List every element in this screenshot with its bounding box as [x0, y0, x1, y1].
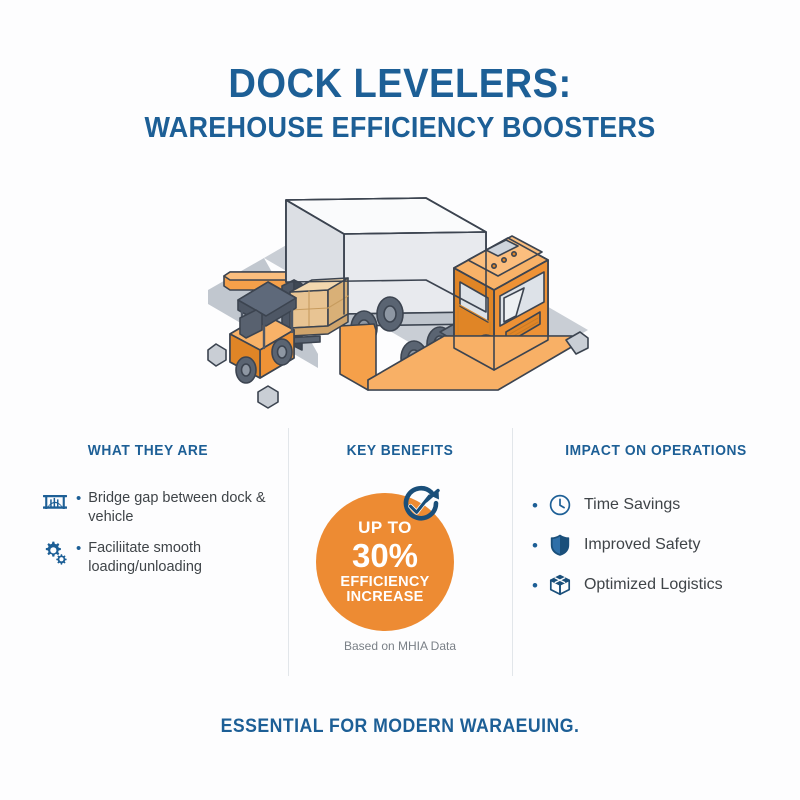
column-divider-right: [512, 428, 513, 676]
footer-tagline: ESSENTIAL FOR MODERN WARAEUING.: [220, 716, 580, 737]
bridge-icon: [42, 489, 68, 515]
column-heading-what-they-are: WHAT THEY ARE: [87, 442, 209, 459]
list-item-label: Improved Safety: [583, 536, 701, 553]
list-item: • Bridge gap between dock & vehicle: [8, 489, 288, 527]
column-divider-left: [288, 428, 289, 676]
shield-icon: [548, 533, 572, 557]
efficiency-badge: UP TO 30% EFFICIENCY INCREASE Based on M…: [288, 483, 512, 683]
efficiency-circle: UP TO 30% EFFICIENCY INCREASE: [316, 493, 454, 631]
impact-list: • Time Savings •: [512, 493, 800, 597]
badge-increase-label: INCREASE: [346, 589, 424, 605]
column-heading-impact-on-operations: IMPACT ON OPERATIONS: [565, 442, 747, 459]
box-icon: [548, 573, 572, 597]
list-item: • Time Savings: [512, 493, 800, 517]
dock-leveler-bar-front: [207, 323, 589, 409]
bullet-dot: •: [76, 540, 82, 557]
badge-percent-value: 30%: [351, 536, 419, 574]
page-title: DOCK LEVELERS:: [228, 60, 572, 106]
bullet-dot: •: [532, 495, 538, 515]
list-item-label: Optimized Logistics: [583, 576, 723, 593]
list-item: • Optimized Logistics: [512, 573, 800, 597]
list-item-label: Bridge gap between dock & vehicle: [88, 490, 266, 525]
growth-check-circle-icon: [398, 483, 444, 529]
badge-source-caption: Based on MHIA Data: [343, 639, 457, 653]
clock-icon: [548, 493, 572, 517]
what-they-are-list: • Bridge gap between dock & vehicle: [8, 489, 288, 577]
column-what-they-are: WHAT THEY ARE: [8, 428, 288, 589]
badge-up-to-label: UP TO: [358, 517, 412, 537]
three-column-section: WHAT THEY ARE: [0, 428, 800, 678]
header: DOCK LEVELERS: WAREHOUSE EFFICIENCY BOOS…: [0, 60, 800, 145]
bullet-dot: •: [532, 535, 538, 555]
list-item-label: Faciliitate smooth loading/unloading: [88, 540, 202, 575]
column-heading-key-benefits: KEY BENEFITS: [346, 442, 454, 459]
list-item: • Faciliitate smooth loading/unloading: [8, 539, 288, 577]
bullet-dot: •: [532, 575, 538, 595]
forklift: [229, 277, 349, 384]
list-item: • Improved Safety: [512, 533, 800, 557]
gears-icon: [42, 539, 68, 565]
loading-dock-illustration: [168, 162, 632, 412]
column-impact-on-operations: IMPACT ON OPERATIONS • Time Savings •: [512, 428, 800, 613]
list-item-label: Time Savings: [583, 496, 681, 513]
column-key-benefits: KEY BENEFITS UP TO 30% EFFICIENCY INCREA…: [288, 428, 512, 683]
badge-efficiency-label: EFFICIENCY: [340, 573, 430, 590]
page-subtitle: WAREHOUSE EFFICIENCY BOOSTERS: [144, 112, 656, 145]
bullet-dot: •: [76, 490, 82, 507]
